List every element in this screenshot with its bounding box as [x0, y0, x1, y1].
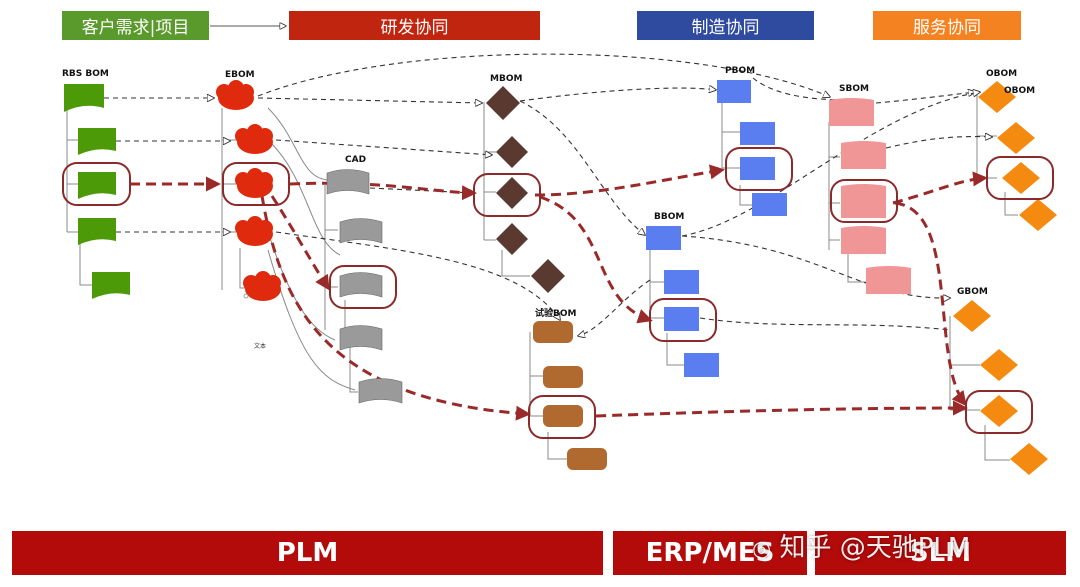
obom-diamond-2: [997, 122, 1035, 154]
highlight-gbom: [965, 390, 1033, 434]
ebom-cloud-4: [235, 216, 273, 246]
header-service-label: 服务协同: [913, 18, 981, 38]
gbom-diamond-1: [953, 300, 991, 332]
highlight-mbom: [473, 173, 541, 217]
obom-diamond-4: [1019, 199, 1057, 231]
test-bom-item-1: [533, 321, 573, 343]
highlight-pbom: [725, 147, 793, 191]
ebom-cloud-3: [235, 168, 273, 198]
test-bom-item-4: [567, 448, 607, 470]
connector-dot: [243, 293, 249, 299]
wechat-icon: ◎: [752, 537, 772, 562]
gbom-diamond-4: [1010, 443, 1048, 475]
sbom-item-4: [841, 226, 886, 254]
mbom-diamond-1: [486, 86, 520, 120]
highlight-cad: [329, 265, 397, 309]
label-rbs-bom: RBS BOM: [62, 69, 109, 79]
rbs-doc-4: [78, 218, 116, 245]
obom-diamonds: [978, 81, 1057, 231]
watermark-text: 知乎 @天驰PLM: [779, 533, 971, 563]
header-service-collaboration: 服务协同: [873, 11, 1021, 40]
bbom-item-1: [646, 226, 681, 250]
highlight-bbom: [649, 298, 717, 342]
bbom-items: [646, 226, 719, 377]
mbom-diamond-3: [496, 177, 528, 209]
rbs-doc-3: [78, 172, 116, 199]
mbom-diamond-4: [496, 223, 528, 255]
label-test-bom: 试验BOM: [535, 309, 577, 319]
platform-plm-label: PLM: [276, 538, 339, 568]
pbom-item-3: [740, 157, 775, 180]
highlight-ebom: [222, 162, 290, 206]
rbs-bom-documents: [64, 84, 130, 299]
sbom-items: [829, 98, 911, 294]
pbom-item-4: [752, 193, 787, 216]
obom-diamond-1: [978, 81, 1016, 113]
pbom-items: [717, 80, 787, 216]
test-bom-item-2: [543, 366, 583, 388]
mbom-diamonds: [486, 86, 565, 293]
cad-doc-2: [339, 218, 383, 244]
ebom-cloud-1: [216, 80, 254, 110]
highlight-obom: [986, 156, 1054, 200]
highlight-test-bom: [528, 395, 596, 439]
sbom-item-2: [841, 141, 886, 169]
rbs-doc-1: [64, 84, 104, 112]
ebom-cloud-5: [243, 271, 281, 301]
highlight-rbs: [62, 162, 131, 206]
gbom-diamond-3: [980, 395, 1018, 427]
pbom-item-2: [740, 122, 775, 145]
ebom-clouds: [216, 80, 281, 301]
red-highlight-arrows: [130, 164, 988, 421]
header-manufacturing-label: 制造协同: [691, 18, 760, 38]
bbom-item-3: [664, 307, 699, 331]
label-obom-1: OBOM: [986, 69, 1018, 79]
test-bom-items: [533, 321, 607, 470]
cad-doc-4: [339, 325, 383, 351]
label-ebom: EBOM: [225, 70, 255, 80]
header-manufacturing-collaboration: 制造协同: [637, 11, 814, 40]
label-text-note: 文本: [254, 343, 267, 350]
highlight-sbom: [830, 179, 898, 223]
rbs-doc-2: [78, 128, 116, 155]
platform-slm: SLM: [815, 531, 1066, 575]
header-rnd-label: 研发协同: [380, 18, 449, 38]
test-bom-item-3: [543, 405, 583, 427]
platform-slm-label: SLM: [909, 538, 972, 568]
label-bbom: BBOM: [654, 212, 685, 222]
gbom-diamonds: [953, 300, 1048, 475]
watermark: ◎ 知乎 @天驰PLM: [752, 527, 970, 564]
sbom-item-5: [866, 266, 911, 294]
header-customer-requirements: 客户需求|项目: [62, 11, 209, 40]
cad-doc-1: [326, 169, 370, 195]
platform-erp-mes-label: ERP/MES: [645, 538, 775, 568]
sbom-item-3: [841, 184, 886, 218]
dashed-flow-arrows: [104, 53, 992, 336]
header-rnd-collaboration: 研发协同: [289, 11, 540, 40]
bbom-item-4: [684, 353, 719, 377]
label-cad: CAD: [345, 155, 367, 165]
bbom-item-2: [664, 270, 699, 294]
label-obom-2: OBOM: [1004, 86, 1036, 96]
label-mbom: MBOM: [490, 74, 523, 84]
label-pbom: PBOM: [725, 66, 756, 76]
sbom-item-1: [829, 98, 874, 126]
platform-plm: PLM: [12, 531, 603, 575]
cad-doc-5: [358, 378, 403, 404]
gbom-diamond-2: [980, 349, 1018, 381]
highlight-outlines: [62, 147, 1054, 439]
mbom-diamond-2: [496, 136, 528, 168]
pbom-item-1: [717, 80, 751, 103]
mbom-diamond-5: [531, 259, 565, 293]
cad-documents: [326, 169, 403, 404]
header-customer-label: 客户需求|项目: [81, 18, 190, 38]
label-gbom: GBOM: [957, 287, 988, 297]
ebom-cloud-2: [235, 124, 273, 154]
platform-erp-mes: ERP/MES: [613, 531, 807, 575]
rbs-doc-5: [92, 272, 130, 299]
cad-doc-3: [339, 272, 383, 298]
label-sbom: SBOM: [839, 84, 869, 94]
obom-diamond-3: [1002, 162, 1040, 194]
